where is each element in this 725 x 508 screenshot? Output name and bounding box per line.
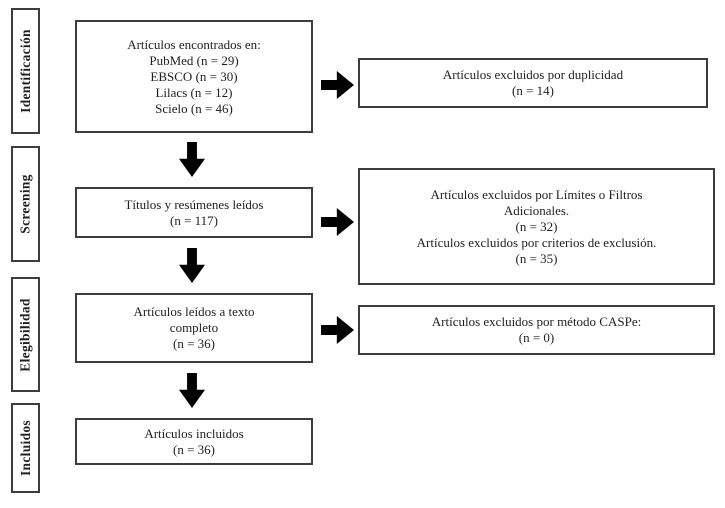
box-leidos-texto-completo: Artículos leídos a texto completo (n = 3… — [75, 293, 313, 363]
box-line: (n = 14) — [512, 83, 554, 98]
box-line: Artículos excluidos por método CASPe: — [431, 314, 642, 329]
box-line: Artículos leídos a texto — [133, 304, 255, 319]
stage-box-identificacion: Identificación — [11, 8, 40, 134]
box-line: Artículos incluidos — [144, 425, 244, 441]
box-articulos-incluidos: Artículos incluidos (n = 36) — [75, 418, 313, 465]
box-line: Títulos y resúmenes leídos — [124, 196, 264, 212]
box-line: Adicionales. — [503, 202, 570, 218]
box-line: (n = 35) — [515, 250, 558, 266]
box-line: Artículos excluidos por duplicidad — [442, 67, 624, 82]
stage-box-incluidos: Incluidos — [11, 403, 40, 493]
stage-box-elegibilidad: Elegibilidad — [11, 277, 40, 392]
box-line: Scielo (n = 46) — [155, 100, 233, 116]
stage-label-screening: Screening — [17, 174, 33, 234]
box-line: PubMed (n = 29) — [149, 52, 239, 68]
box-line: Artículos excluidos por criterios de exc… — [416, 234, 657, 250]
box-articulos-encontrados: Artículos encontrados en: PubMed (n = 29… — [75, 20, 313, 133]
arrow-right-icon — [321, 208, 354, 236]
stage-label-elegibilidad: Elegibilidad — [17, 297, 33, 372]
box-excluidos-caspe: Artículos excluidos por método CASPe: (n… — [358, 305, 715, 355]
stage-label-incluidos: Incluidos — [17, 420, 33, 476]
box-line: Artículos encontrados en: — [127, 36, 261, 52]
box-excluidos-duplicidad: Artículos excluidos por duplicidad (n = … — [358, 58, 708, 108]
arrow-down-icon — [179, 373, 205, 408]
box-line: completo — [169, 320, 219, 335]
arrow-right-icon — [321, 71, 354, 99]
box-line: Lilacs (n = 12) — [155, 84, 233, 100]
box-line: (n = 32) — [515, 218, 558, 234]
arrow-down-icon — [179, 142, 205, 177]
stage-label-identificacion: Identificación — [17, 29, 33, 113]
box-line: (n = 36) — [173, 336, 215, 351]
box-excluidos-limites-filtros: Artículos excluidos por Límites o Filtro… — [358, 168, 715, 285]
box-line: (n = 0) — [518, 330, 555, 345]
box-line: (n = 36) — [173, 441, 215, 457]
box-titulos-resumenes: Títulos y resúmenes leídos (n = 117) — [75, 187, 313, 238]
box-line: (n = 117) — [169, 212, 218, 228]
arrow-down-icon — [179, 248, 205, 283]
arrow-right-icon — [321, 316, 354, 344]
stage-box-screening: Screening — [11, 146, 40, 262]
box-line: EBSCO (n = 30) — [150, 68, 238, 84]
box-line: Artículos excluidos por Límites o Filtro… — [430, 186, 643, 202]
